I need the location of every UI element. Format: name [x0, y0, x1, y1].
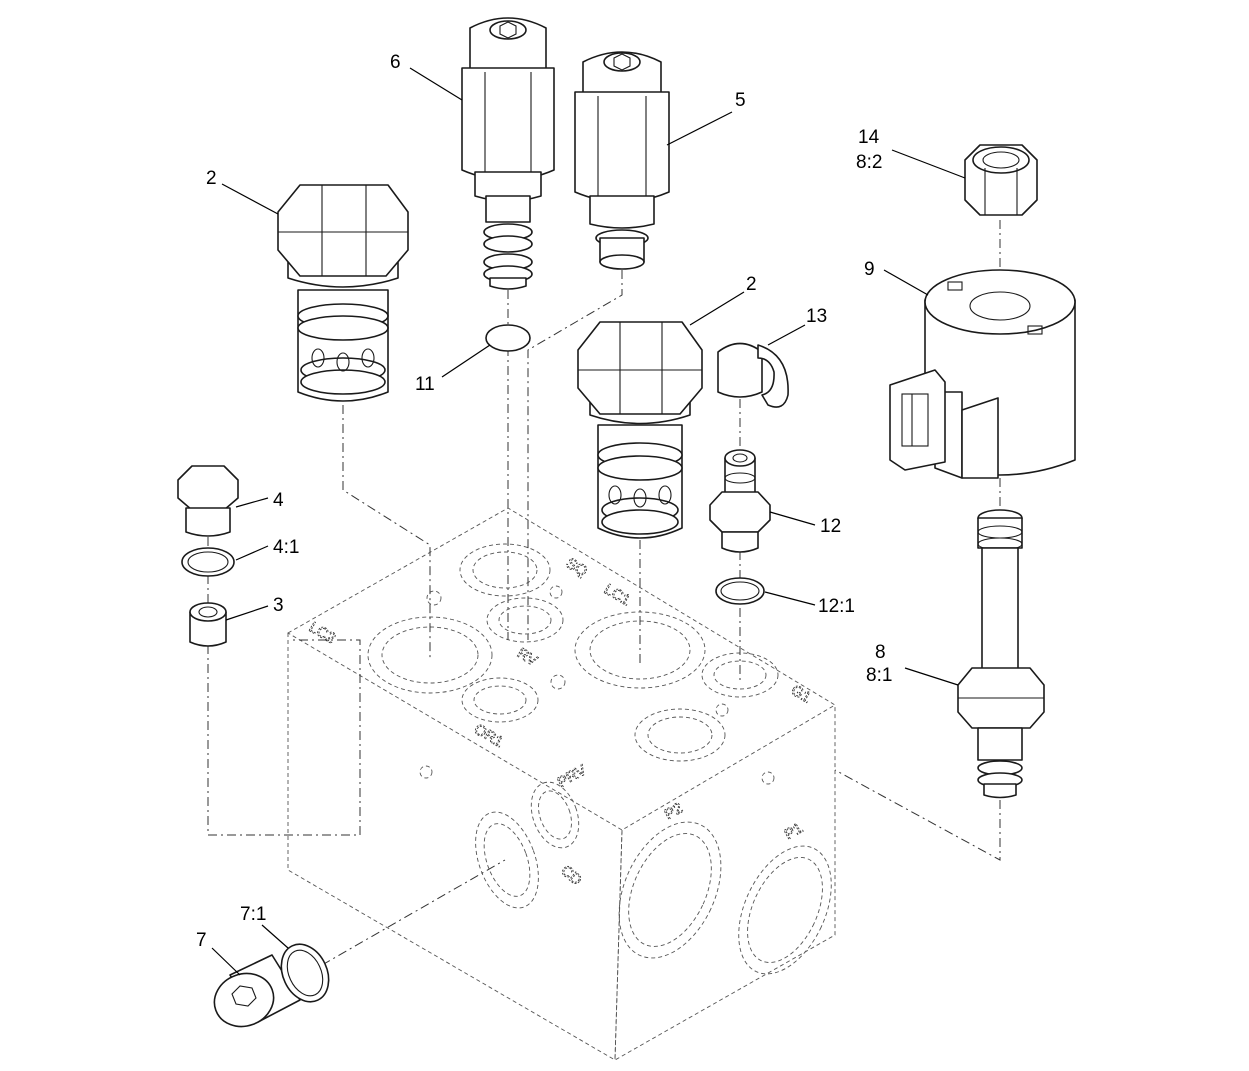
part-9-coil — [889, 269, 1076, 479]
part-5-valve — [574, 51, 670, 270]
callout-2-right: 2 — [746, 274, 757, 295]
part-14-nut — [964, 144, 1038, 216]
callout-9: 9 — [864, 259, 875, 280]
callout-11: 11 — [415, 374, 435, 395]
part-2-left-cartridge — [277, 184, 409, 402]
part-4-1-o-ring — [181, 547, 235, 577]
callout-12: 12 — [820, 516, 841, 537]
callout-8-1: 8:1 — [866, 665, 892, 686]
part-11-seal — [485, 324, 531, 352]
callout-4: 4 — [273, 490, 284, 511]
port-label-lc1: LC1 — [601, 581, 633, 609]
part-7-plug — [213, 954, 301, 1028]
part-12-1-o-ring — [715, 577, 765, 605]
callout-13: 13 — [806, 306, 827, 327]
callout-8: 8 — [875, 642, 886, 663]
port-label-rv: RV — [514, 645, 540, 670]
callout-12-1: 12:1 — [818, 596, 855, 617]
port-label-lc2: LC2 — [306, 619, 338, 647]
port-label-cd: CD — [557, 862, 585, 889]
port-label-sq: SQ — [563, 555, 590, 581]
part-6-relief-valve — [461, 17, 555, 290]
part-13-dust-cap — [717, 342, 789, 408]
port-label-p1: P1 — [782, 820, 806, 844]
callout-2-left: 2 — [206, 168, 217, 189]
part-3-orifice — [189, 602, 227, 647]
callout-14: 14 — [858, 127, 880, 148]
port-label-or1: OR1 — [471, 721, 506, 751]
manifold-block: SQ LC1 LC2 RV G1 OR1 PRV P2 P1 CD — [287, 507, 836, 1061]
callout-8-2: 8:2 — [856, 152, 882, 173]
callout-3: 3 — [273, 595, 284, 616]
callout-4-1: 4:1 — [273, 537, 299, 558]
port-label-g1: G1 — [788, 682, 814, 707]
callout-7-1: 7:1 — [240, 904, 266, 925]
part-8-solenoid-tube — [957, 509, 1045, 799]
part-7-1-o-ring — [280, 943, 330, 1003]
callout-6: 6 — [390, 52, 401, 73]
callout-7: 7 — [196, 930, 207, 951]
part-12-test-fitting — [709, 449, 771, 553]
callout-5: 5 — [735, 90, 746, 111]
part-4-plug — [177, 465, 239, 537]
part-2-right-cartridge — [577, 321, 703, 539]
port-label-prv: PRV — [555, 761, 590, 791]
port-label-p2: P2 — [662, 800, 686, 824]
leader-lines — [211, 67, 966, 976]
callout-labels: 6 5 14 8:2 2 9 2 13 11 4 4:1 3 12 12:1 8… — [196, 52, 892, 951]
